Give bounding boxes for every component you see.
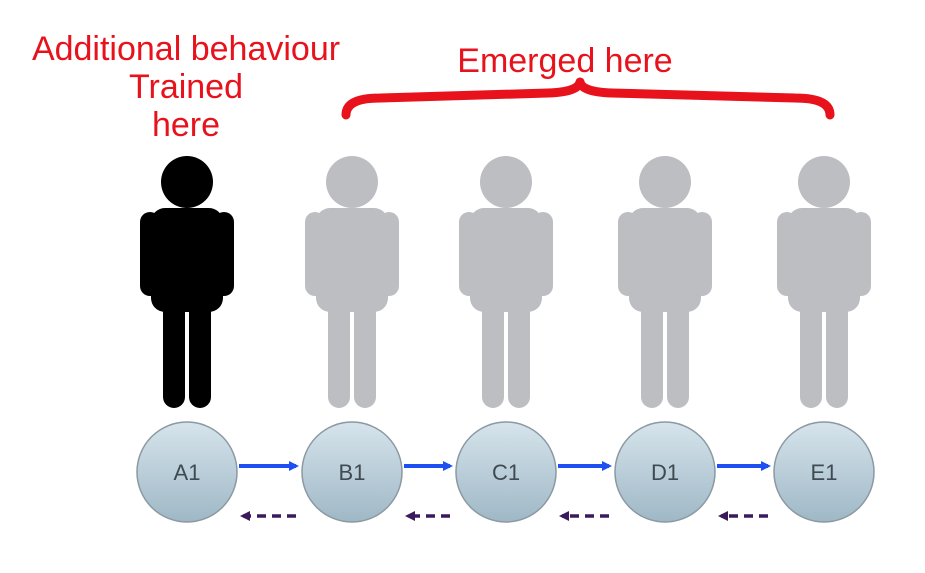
node-c1: C1 — [455, 421, 557, 523]
node-a1: A1 — [136, 421, 238, 523]
trained-line-1: Additional behaviour — [31, 30, 341, 68]
emerged-brace — [341, 77, 835, 120]
person-e1 — [777, 156, 871, 408]
person-d1 — [618, 156, 712, 408]
emerged-annotation: Emerged here — [457, 42, 673, 80]
node-d1: D1 — [614, 421, 716, 523]
person-b1 — [305, 156, 399, 408]
trained-line-3: here — [151, 106, 221, 145]
person-a1 — [140, 156, 234, 408]
node-label: E1 — [811, 460, 838, 485]
node-label: C1 — [492, 460, 520, 485]
node-label: D1 — [651, 460, 679, 485]
trained-line-2: Trained — [128, 68, 244, 107]
node-e1: E1 — [773, 421, 875, 523]
node-label: A1 — [174, 460, 201, 485]
node-label: B1 — [339, 460, 366, 485]
node-b1: B1 — [301, 421, 403, 523]
trained-annotation: Additional behaviour Trained here — [0, 30, 372, 144]
person-c1 — [459, 156, 553, 408]
